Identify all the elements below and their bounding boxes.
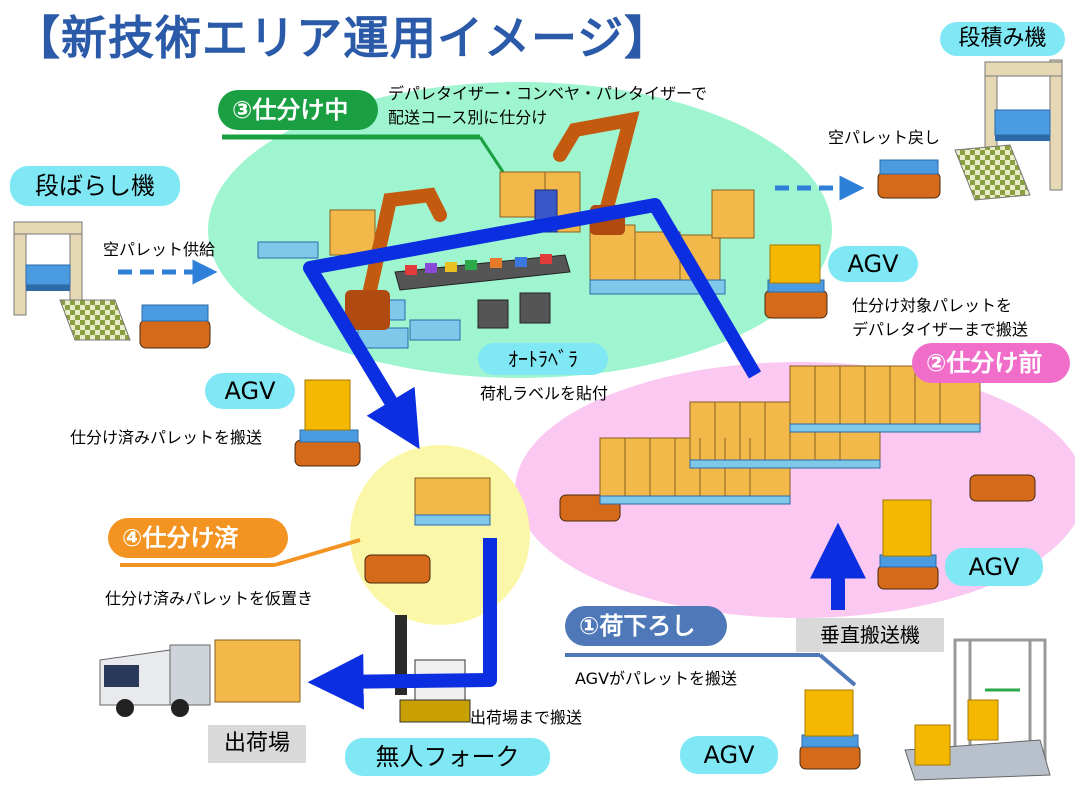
robot-arms [363,111,640,297]
agv-label-vertical: AGV [945,548,1043,586]
auto-labeler-drawing [477,292,551,329]
step2-badge: ②仕分け前 [912,343,1070,383]
step1-line-diag [818,653,857,687]
flow-arrow-sort-route [303,198,762,450]
stacker-machine-label: 段積み機 [940,22,1065,56]
vertical-conveyor-label: 垂直搬送機 [796,618,944,652]
forklift-drawing [395,615,471,723]
sorting-pallets [214,171,755,703]
agv-right-desc-line2: デパレタイザーまで搬送 [852,320,1029,339]
pre-sort-pallet-bases [599,423,981,505]
agv-drawings [139,171,1036,770]
auto-labeler-desc: 荷札ラベルを貼付 [480,384,609,403]
step3-line-diag [478,136,507,176]
step4-desc: 仕分け済みパレットを仮置き [105,589,314,608]
unmanned-forklift-label: 無人フォーク [345,738,550,776]
step3-desc-line1: デパレタイザー・コンベヤ・パレタイザーで [388,84,708,103]
conveyor-drawing [394,254,571,291]
auto-labeler-label: ｵｰﾄﾗﾍﾞﾗ [478,343,608,375]
agv-label-right: AGV [828,246,918,282]
page-title: 【新技術エリア運用イメージ】 [14,11,672,65]
stacker-machine-drawing [954,59,1063,201]
step3-desc-line2: 配送コース別に仕分け [388,108,548,127]
agv-label-left: AGV [205,373,295,409]
transport-to-shipping-label: 出荷場まで搬送 [470,708,583,727]
empty-pallet-return-label: 空パレット戻し [828,128,941,147]
step1-desc: AGVがパレットを搬送 [575,669,738,688]
depalletizer-machine-label: 段ばらし機 [10,166,180,206]
flow-arrow-to-shipping [307,538,497,710]
truck-drawing [99,644,211,717]
agv-boxes [304,244,932,737]
empty-pallet-supply-label: 空パレット供給 [103,240,216,259]
agv-label-bottom: AGV [680,736,778,774]
sorted-area [350,445,530,625]
shipping-area-label: 出荷場 [208,725,306,763]
step4-badge: ④仕分け済 [108,518,288,558]
step1-badge: ①荷下ろし [565,606,727,646]
agv-right-desc-line1: 仕分け対象パレットを [852,296,1013,315]
agv-left-desc: 仕分け済みパレットを搬送 [70,428,263,447]
step4-line-diag [274,538,361,567]
step3-badge: ③仕分け中 [218,90,378,130]
depalletizer-machine-drawing [13,221,131,341]
